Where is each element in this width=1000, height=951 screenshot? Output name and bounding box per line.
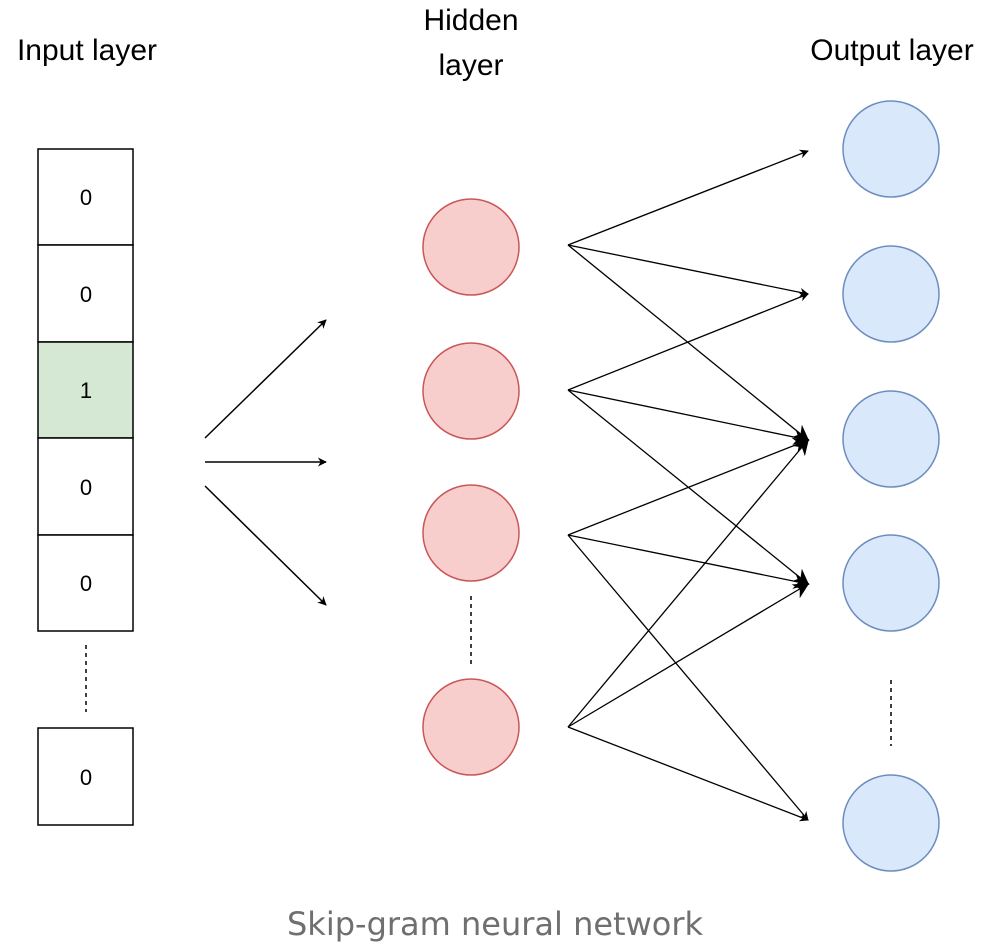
input-arrow-up: [204, 319, 327, 439]
input-cell-value: 0: [80, 282, 92, 307]
input-vector: 0 0 1 0 0 0: [37, 148, 134, 826]
diagram-caption: Skip-gram neural network: [287, 905, 704, 943]
input-cell: 0: [37, 244, 134, 343]
hidden-node: [422, 198, 520, 296]
hidden-layer-label-line2: layer: [438, 49, 503, 82]
input-cell-highlighted: 1: [37, 341, 134, 439]
hidden-to-output-connections: [567, 149, 810, 822]
output-node: [842, 390, 940, 488]
output-node: [842, 534, 940, 632]
input-cell-value: 0: [80, 475, 92, 500]
input-cell-value: 0: [80, 571, 92, 596]
output-layer-label: Output layer: [810, 34, 973, 67]
input-cell-last: 0: [37, 727, 134, 826]
input-cell-value: 0: [80, 185, 92, 210]
hidden-layer-label-line1: Hidden: [423, 4, 518, 37]
input-cell-value: 1: [80, 378, 92, 403]
hidden-node: [422, 484, 520, 582]
input-layer-label: Input layer: [17, 34, 157, 67]
output-layer-nodes: [842, 100, 940, 872]
output-node: [842, 245, 940, 343]
output-node: [842, 774, 940, 872]
input-cell: 0: [37, 534, 134, 632]
input-cell: 0: [37, 437, 134, 536]
input-arrow-down: [204, 485, 327, 606]
hidden-node: [422, 342, 520, 440]
output-node: [842, 100, 940, 198]
hidden-layer-nodes: [422, 198, 520, 776]
hidden-node: [422, 678, 520, 776]
input-cell: 0: [37, 148, 134, 246]
input-cell-value: 0: [80, 765, 92, 790]
input-arrows: [204, 319, 327, 606]
